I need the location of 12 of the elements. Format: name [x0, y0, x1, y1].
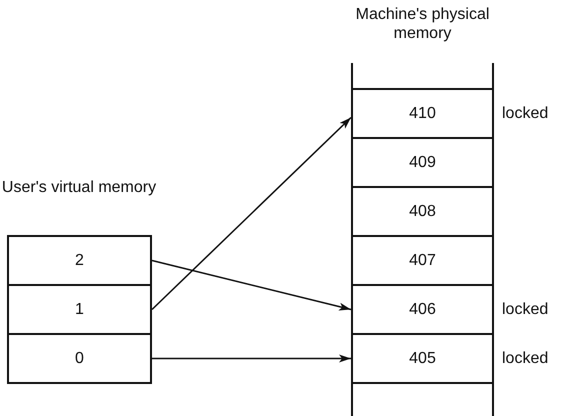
- status-label: locked: [502, 300, 548, 318]
- arrow: [151, 116, 352, 310]
- status-label: locked: [502, 350, 548, 368]
- memory-cell: 1: [7, 284, 152, 335]
- group-heading: Machine's physical memory: [354, 5, 490, 43]
- group-heading: User's virtual memory: [0, 178, 158, 197]
- memory-cell: 0: [7, 333, 152, 384]
- memory-table: [0, 178, 158, 385]
- arrow: [152, 260, 352, 311]
- memory-cell: 2: [7, 235, 152, 286]
- arrow: [152, 354, 351, 362]
- status-label: locked: [502, 104, 548, 122]
